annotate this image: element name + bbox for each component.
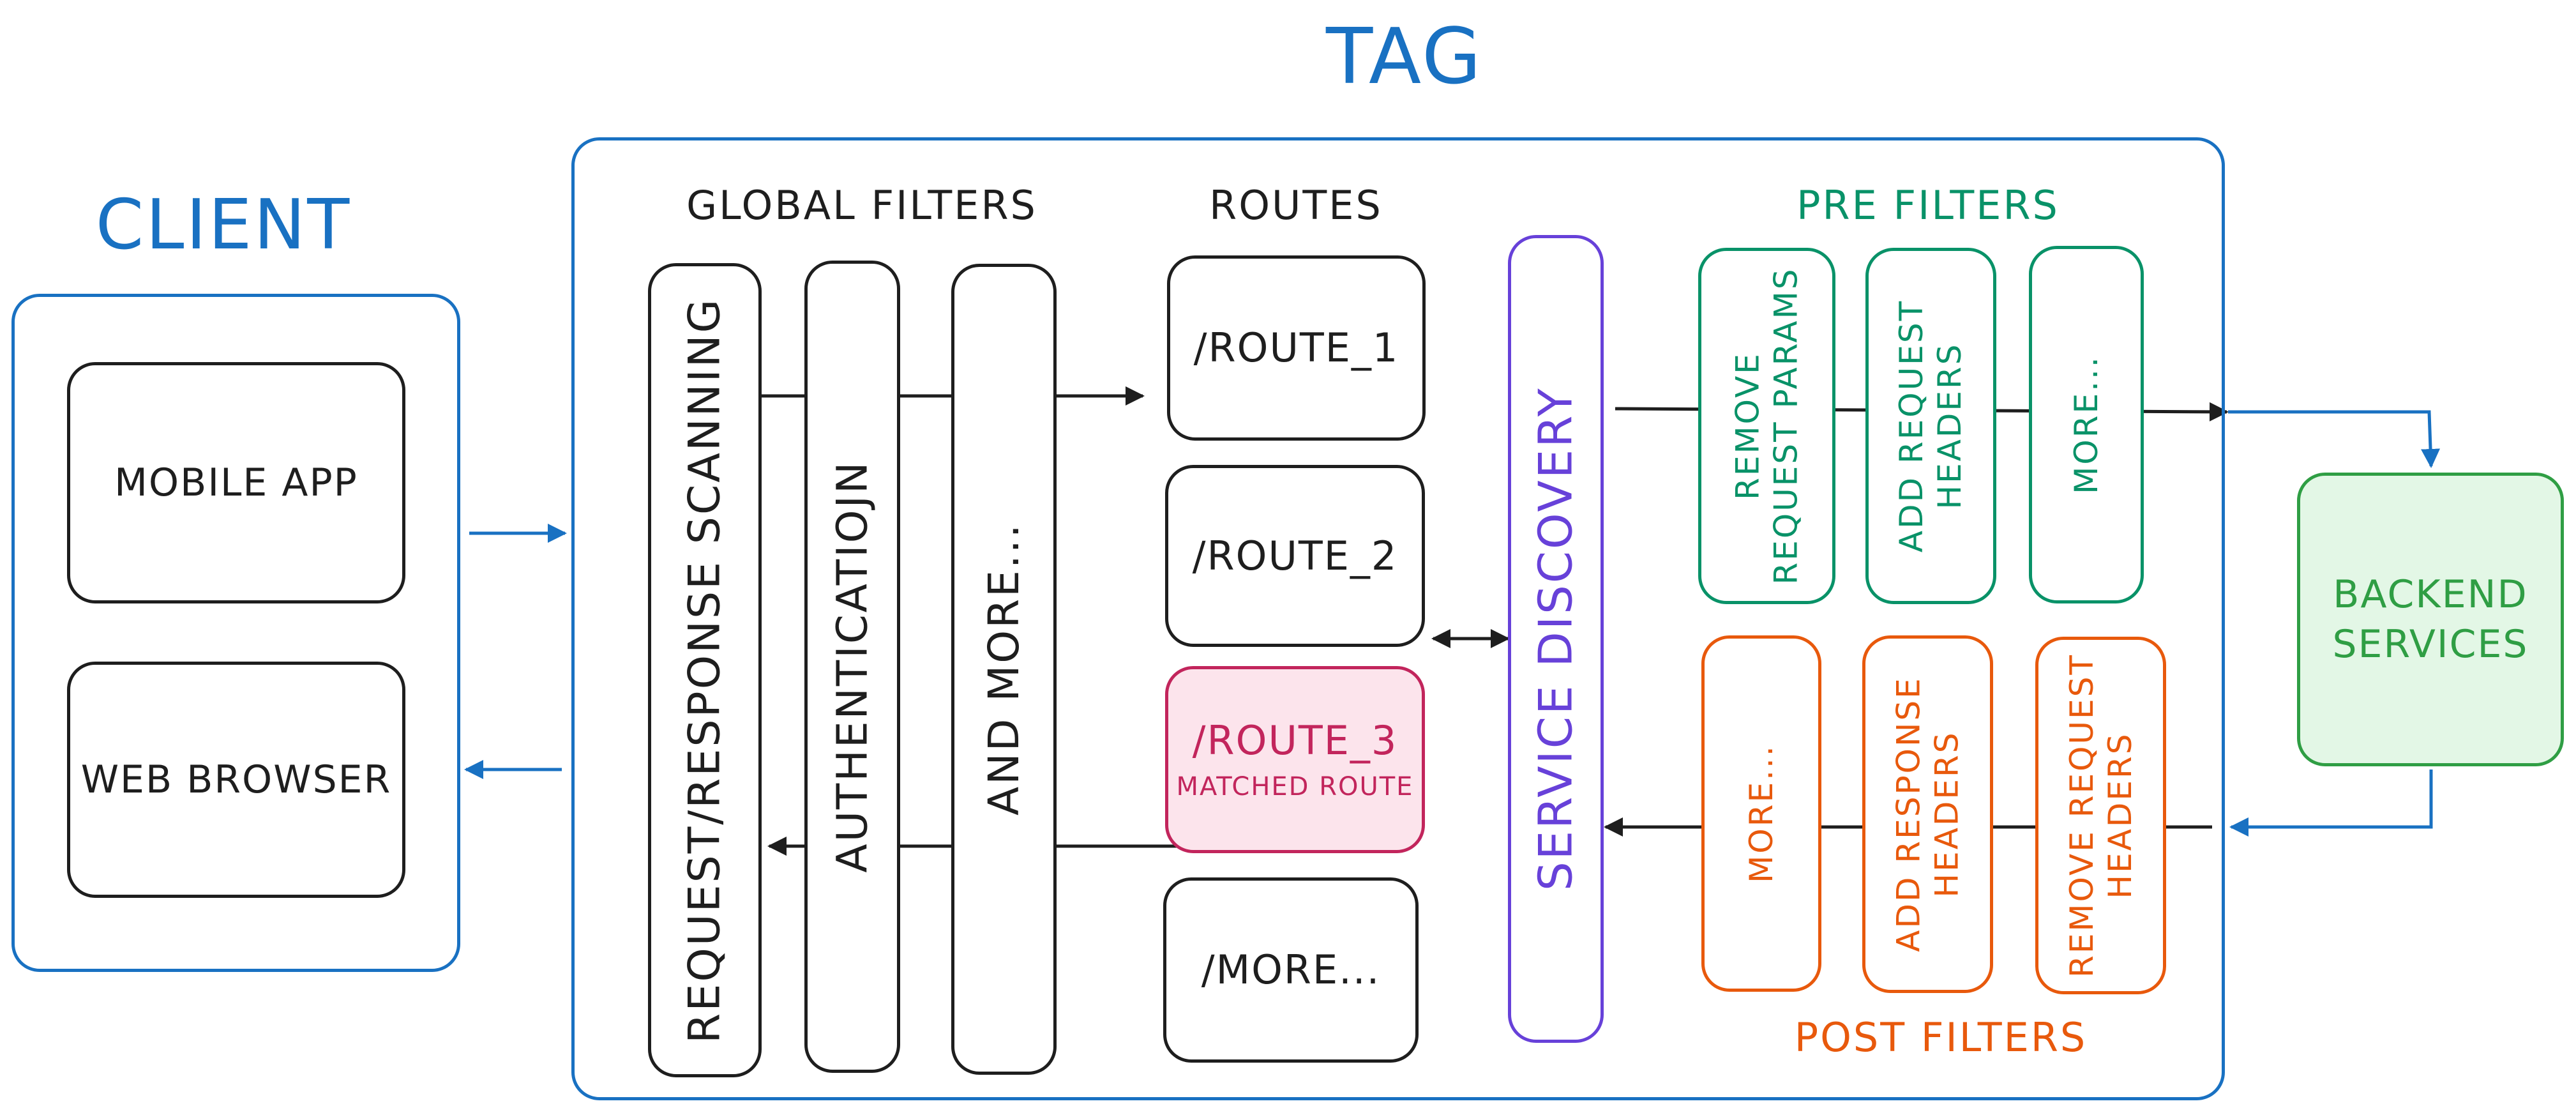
post-filter-more: MORE... — [1701, 635, 1821, 992]
pre-filter-more: MORE... — [2029, 246, 2144, 603]
backend-services: BACKEND SERVICES — [2297, 473, 2564, 766]
diagram-title: TAG — [1326, 13, 1483, 102]
global-filter-scanning: REQUEST/RESPONSE SCANNING — [648, 263, 762, 1077]
service-discovery-label: SERVICE DISCOVERY — [1528, 386, 1583, 891]
post-filter-remove-request-headers-label: REMOVE REQUEST HEADERS — [2063, 653, 2139, 978]
routes-title: ROUTES — [1209, 182, 1383, 229]
service-discovery: SERVICE DISCOVERY — [1508, 235, 1604, 1043]
route-1: /ROUTE_1 — [1167, 255, 1426, 441]
global-filter-and-more-label: AND MORE... — [979, 522, 1028, 816]
pre-filter-add-request-headers: ADD REQUEST HEADERS — [1865, 248, 1996, 604]
client-web-browser-label: WEB BROWSER — [80, 757, 392, 802]
backend-services-label: BACKEND SERVICES — [2332, 572, 2529, 667]
route-2: /ROUTE_2 — [1165, 465, 1425, 647]
route-more: /MORE... — [1163, 877, 1419, 1063]
client-title: CLIENT — [95, 185, 352, 265]
client-mobile-app-label: MOBILE APP — [114, 460, 358, 505]
route-more-label: /MORE... — [1201, 946, 1381, 994]
route-1-label: /ROUTE_1 — [1193, 324, 1399, 372]
post-filter-add-response-headers: ADD RESPONSE HEADERS — [1862, 635, 1993, 993]
client-mobile-app: MOBILE APP — [67, 362, 405, 603]
global-filter-authentication: AUTHENTICATIOJN — [804, 261, 900, 1073]
post-filter-more-label: MORE... — [1743, 744, 1781, 883]
pre-filter-more-label: MORE... — [2068, 355, 2105, 494]
route-2-label: /ROUTE_2 — [1192, 532, 1398, 579]
post-filters-title: POST FILTERS — [1794, 1014, 2088, 1061]
tag-container — [571, 137, 2225, 1100]
pre-filter-remove-request-params-label: REMOVE REQUEST PARAMS — [1729, 267, 1805, 585]
pre-filter-add-request-headers-label: ADD REQUEST HEADERS — [1893, 299, 1969, 553]
global-filter-authentication-label: AUTHENTICATIOJN — [827, 460, 877, 873]
route-3-matched: /ROUTE_3 MATCHED ROUTE — [1165, 666, 1425, 853]
global-filters-title: GLOBAL FILTERS — [686, 182, 1037, 229]
pre-filter-remove-request-params: REMOVE REQUEST PARAMS — [1698, 248, 1835, 604]
client-web-browser: WEB BROWSER — [67, 662, 405, 898]
arrow-backend-to-tag — [2229, 770, 2433, 837]
matched-route-label: MATCHED ROUTE — [1176, 772, 1414, 802]
route-3-label: /ROUTE_3 — [1192, 717, 1398, 764]
post-filter-add-response-headers-label: ADD RESPONSE HEADERS — [1890, 676, 1966, 952]
post-filter-remove-request-headers: REMOVE REQUEST HEADERS — [2035, 637, 2166, 994]
pre-filters-title: PRE FILTERS — [1796, 182, 2060, 229]
global-filter-scanning-label: REQUEST/RESPONSE SCANNING — [679, 297, 730, 1043]
arrow-tag-to-backend — [2228, 410, 2441, 468]
global-filter-and-more: AND MORE... — [951, 264, 1057, 1075]
